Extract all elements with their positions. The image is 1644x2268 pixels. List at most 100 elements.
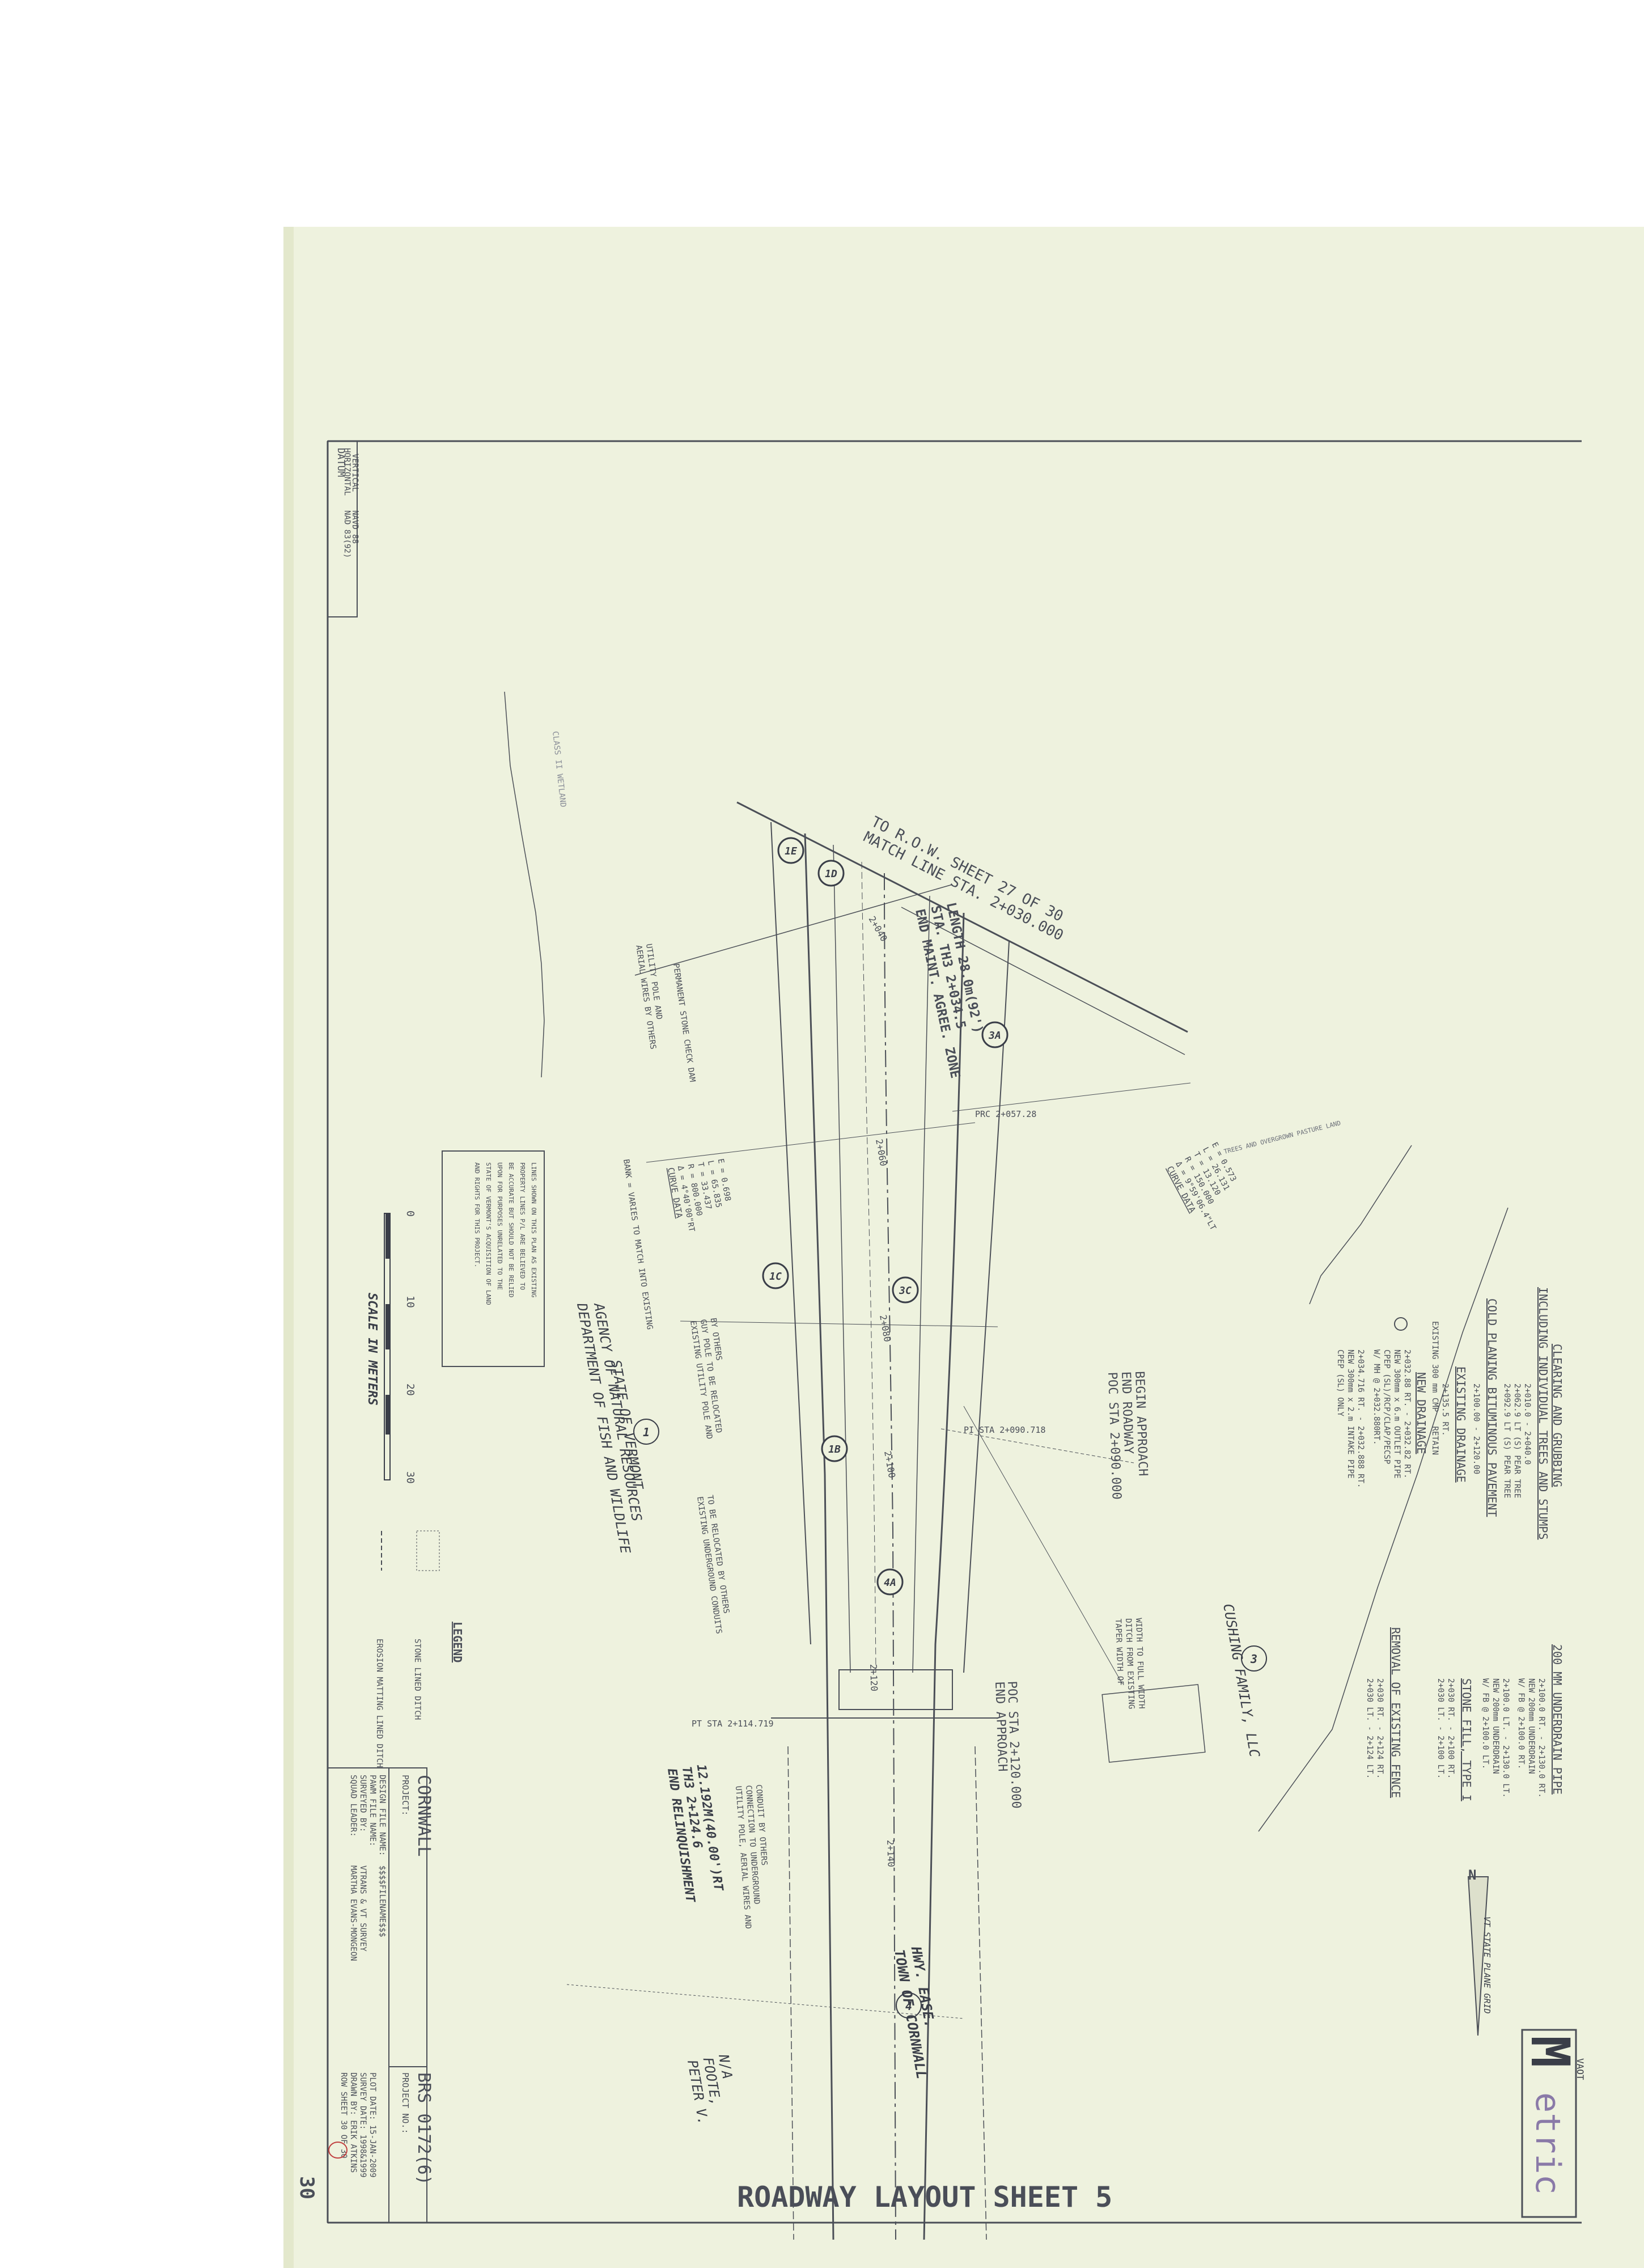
match-line-sheet: TO R.O.W. SHEET 27 OF 30 — [868, 814, 1066, 925]
taper-3: WIDTH TO FULL WIDTH — [1134, 1618, 1146, 1709]
squad-leader-name: MARTHA EVANS-MONGEON — [349, 1865, 358, 1961]
metric-logo: M etric VAOT — [1519, 2029, 1586, 2218]
disclaimer-line-4: UPON FOR PURPOSES UNRELATED TO THE — [496, 1162, 503, 1290]
note-existing-drainage-heading: EXISTING DRAINAGE — [1454, 1366, 1468, 1483]
surveyor: VTRANS & VT SURVEY — [358, 1865, 367, 1952]
scale-tick-30: 30 — [404, 1471, 416, 1484]
callout-1d — [817, 860, 845, 887]
note-underdrain2-line-2: NEW 200mm UNDERDRAIN — [1491, 1678, 1500, 1774]
legend: LEGEND STONE LINED DITCH EROSION MATTING… — [375, 1530, 464, 1768]
ditch-line-1 — [833, 844, 851, 1673]
disclaimer-line-5: STATE OF VERMONT'S ACQUISITION OF LAND — [485, 1162, 492, 1305]
wetland-boundary-left — [504, 691, 545, 1078]
note-new-drainage-line-1: 2+032.88 RT. - 2+032.82 RT. — [1403, 1349, 1412, 1479]
callout-1e-label: 1E — [785, 845, 797, 857]
note-underdrain2-line-3: W/ FB @ 2+100.0 LT. — [1481, 1678, 1490, 1769]
datum-horizontal-label: HORIZONTAL — [342, 448, 351, 496]
station-2120: 2+120 — [868, 1664, 880, 1691]
row-sheet: ROW SHEET 30 OF 30 — [339, 2072, 348, 2159]
note-underdrain-line-2: NEW 200mm UNDERDRAIN — [1527, 1678, 1536, 1774]
note-underdrain-line-1: 2+100.0 RT. - 2+130.0 RT. — [1537, 1678, 1546, 1798]
title-block: PROJECT: CORNWALL PROJECT NO.: BRS 0172(… — [327, 1767, 434, 2223]
note-underdrain2-line-1: 2+100.0 LT. - 2+130.0 LT. — [1501, 1678, 1510, 1798]
drawing-sheet — [283, 227, 1644, 2268]
structure-outline — [1101, 1684, 1206, 1763]
poc-begin-2: END ROADWAY — [1118, 1371, 1135, 1454]
pdf-line-1 — [634, 884, 953, 976]
disclaimer-line-3: BE ACCURATE BUT SHOULD NOT BE RELIED — [507, 1162, 515, 1297]
note-new-drainage2-line-2: NEW 300mm x 2.m INTAKE PIPE — [1346, 1349, 1355, 1479]
scale-tick-10: 10 — [404, 1296, 416, 1308]
parcel-markers: 1 3 4 — [633, 1419, 1267, 2019]
note-underdrain-heading: 200 MM UNDERDRAIN PIPE — [1550, 1644, 1564, 1795]
note-new-drainage-line-3: CPEP (SL)/RCP/CLAP/PECSP — [1382, 1349, 1391, 1464]
legend-item-stone-ditch: STONE LINED DITCH — [413, 1639, 422, 1720]
note-stone-fill-line-2: 2+030 LT. - 2+100 LT. — [1436, 1678, 1445, 1779]
parcel-3-circle — [1241, 1645, 1267, 1672]
note-clearing-line-2: 2+062.9 LT (S) PEAR TREE — [1512, 1383, 1522, 1498]
datum-box: DATUM VERTICAL NAVD 88 HORIZONTAL NAD 83… — [327, 441, 359, 617]
callout-4a-label: 4A — [884, 1577, 896, 1589]
row-line-left — [770, 822, 811, 1645]
wetland-label: CLASS II WETLAND — [550, 731, 567, 808]
project-label: PROJECT: — [400, 1775, 410, 1816]
wetland-boundary-right — [1309, 1145, 1412, 1305]
legend-item-erosion-matting: EROSION MATTING LINED DITCH — [375, 1639, 384, 1768]
pdf-line-5 — [646, 1122, 976, 1163]
taper-1: TAPER WIDTH OF — [1113, 1619, 1125, 1686]
note-underdrain-line-3: W/ FB @ 2+100.0 RT. — [1516, 1678, 1526, 1769]
note-clearing-heading: CLEARING AND GRUBBING — [1550, 1344, 1564, 1487]
disclaimer-line-1: LINES SHOWN ON THIS PLAN AS EXISTING — [530, 1162, 537, 1297]
north-letter: N — [1468, 1867, 1476, 1883]
squad-leader-label: SQUAD LEADER: — [349, 1775, 358, 1837]
pt-station: PT STA 2+114.719 — [692, 1719, 774, 1729]
project-number: BRS 0172(6) — [414, 2072, 434, 2185]
scale-caption: SCALE IN METERS — [365, 1293, 379, 1406]
callout-1c — [762, 1262, 789, 1289]
note-removal-line-1: 2+030 RT. - 2+124 RT. — [1375, 1678, 1384, 1779]
row-line-right — [963, 941, 1010, 1673]
trees-label: TREES AND OVERGROWN PASTURE LAND — [1223, 1119, 1342, 1156]
check-dam-label: PERMANENT STONE CHECK DAM — [671, 963, 697, 1082]
disclaimer-line-6: AND RIGHTS FOR THIS PROJECT. — [473, 1162, 481, 1267]
prc-station: PRC 2+057.28 — [975, 1109, 1036, 1119]
callout-1b-label: 1B — [828, 1444, 841, 1455]
drawn-by: DRAWN BY: ERIK ATKINS — [349, 2072, 358, 2173]
datum-heading: DATUM — [335, 448, 346, 477]
taper-leader — [963, 1406, 1123, 1685]
disclaimer-box: LINES SHOWN ON THIS PLAN AS EXISTING PRO… — [442, 1150, 545, 1367]
fence-line-left — [787, 1746, 794, 2240]
surveyed-by-label: SURVEYED BY: — [358, 1775, 367, 1832]
parcel-1-label: 1 — [643, 1425, 650, 1439]
match-line — [736, 801, 1188, 1033]
callout-circles: 1E 1D 3A 1C 3C 1B 4A — [762, 837, 1009, 1596]
parcel-1-circle — [633, 1419, 659, 1445]
legend-stone-swatch — [416, 1530, 440, 1571]
sheet-circle-mark — [328, 2142, 348, 2159]
note-5-marker — [1394, 1317, 1408, 1331]
scale-tick-20: 20 — [404, 1383, 416, 1396]
station-labels: 2+040 2+060 2+080 2+100 2+120 2+140 — [867, 915, 898, 1868]
datum-vertical-value: NAVD 88 — [350, 510, 359, 544]
approach-box — [838, 1669, 953, 1710]
station-2100: 2+100 — [882, 1450, 897, 1479]
parcel-4-circle — [896, 1992, 922, 2019]
note-new-drainage2-line-3: CPEP (SL) ONLY — [1336, 1349, 1345, 1417]
design-file-label: DESIGN FILE NAME: — [378, 1775, 387, 1856]
logo-letter: M — [1519, 2036, 1581, 2068]
callout-4a — [876, 1568, 904, 1596]
note-removal-line-2: 2+030 LT. - 2+124 LT. — [1365, 1678, 1374, 1779]
bank-label: BANK = VARIES TO MATCH INTO EXISTING — [621, 1158, 654, 1330]
parcel-3-label: 3 — [1250, 1652, 1257, 1666]
wetland-boundary-east — [1258, 1207, 1509, 1832]
station-2140: 2+140 — [885, 1839, 897, 1867]
datum-vertical-label: VERTICAL — [350, 454, 359, 492]
project-name: CORNWALL — [414, 1775, 434, 1857]
station-2080: 2+080 — [878, 1314, 893, 1343]
callout-1d-label: 1D — [825, 868, 837, 880]
north-label: VT STATE PLANE GRID — [1482, 1916, 1492, 2014]
road-edge-right — [923, 912, 965, 2240]
note-cold-planing-heading: COLD PLANING BITUMINOUS PAVEMENT — [1485, 1298, 1499, 1517]
note-clearing-line-3: 2+092.9 LT (S) PEAR TREE — [1502, 1383, 1511, 1498]
callout-1b — [821, 1435, 848, 1462]
